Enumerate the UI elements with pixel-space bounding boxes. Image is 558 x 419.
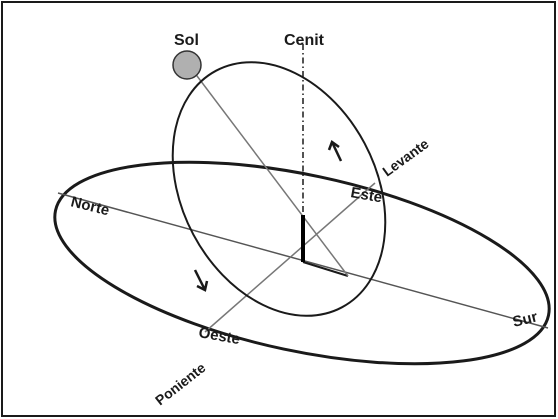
label-south: Sur [511,308,540,331]
label-zenith: Cenit [284,32,325,49]
setting-arrow-icon [193,269,209,292]
rising-arrow-icon [327,140,343,162]
sun-ray-line [190,67,349,277]
sun-path-arc [171,61,387,317]
label-sunset: Poniente [152,359,209,408]
label-east: Este [349,184,383,206]
shadow-line [302,261,349,277]
horizon-ellipse [53,160,551,366]
sun-disc [172,50,202,80]
east-west-line [204,182,376,333]
label-sun: Sol [174,32,199,49]
label-west: Oeste [197,324,241,348]
label-sunrise: Levante [379,135,431,179]
label-north: Norte [69,193,111,219]
